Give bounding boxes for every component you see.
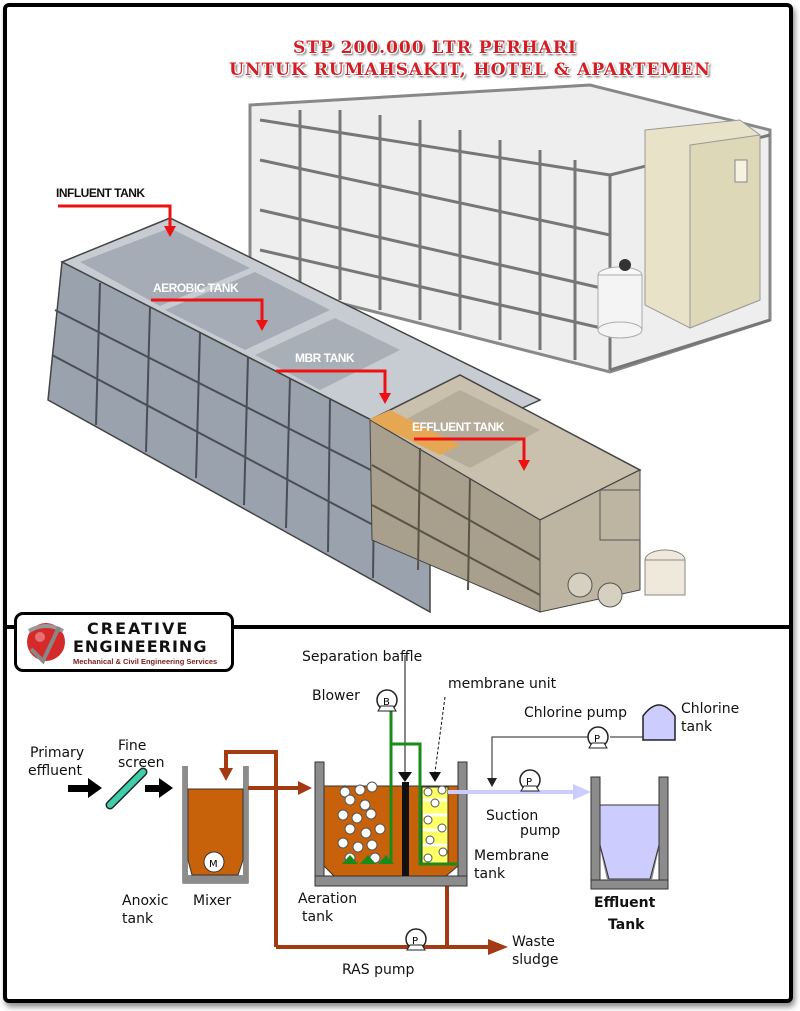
modular-tank: [47, 217, 542, 614]
title-line-1: STP 200.000 LTR PERHARI: [293, 38, 577, 58]
section-divider: [3, 625, 793, 629]
globe-logo-icon: [27, 623, 65, 665]
svg-text:INFLUENT TANK: INFLUENT TANK: [56, 186, 145, 200]
title-line-2: UNTUK RUMAHSAKIT, HOTEL & APARTEMEN: [229, 60, 711, 80]
effluent-tank-section: [368, 374, 686, 613]
svg-text:MBR TANK: MBR TANK: [295, 351, 355, 365]
label-influent-tank: INFLUENT TANK: [56, 186, 176, 237]
stp-3d-rendering: INFLUENT TANK AEROBIC TANK MBR TANK EFFL…: [47, 83, 772, 614]
label-effluent-tank: EFFLUENT TANK: [412, 420, 530, 471]
svg-text:AEROBIC TANK: AEROBIC TANK: [153, 281, 239, 295]
logo-word-engineering: ENGINEERING: [73, 637, 208, 656]
label-mbr-tank: MBR TANK: [276, 351, 391, 404]
svg-text:EFFLUENT TANK: EFFLUENT TANK: [412, 420, 505, 434]
chemical-drum: [597, 259, 643, 339]
logo-tagline: Mechanical & Civil Engineering Services: [73, 657, 218, 666]
control-cabinet: [644, 119, 761, 329]
creative-engineering-logo: CREATIVE ENGINEERING Mechanical & Civil …: [14, 612, 234, 672]
logo-word-creative: CREATIVE: [87, 619, 190, 638]
label-aerobic-tank: AEROBIC TANK: [151, 281, 268, 331]
